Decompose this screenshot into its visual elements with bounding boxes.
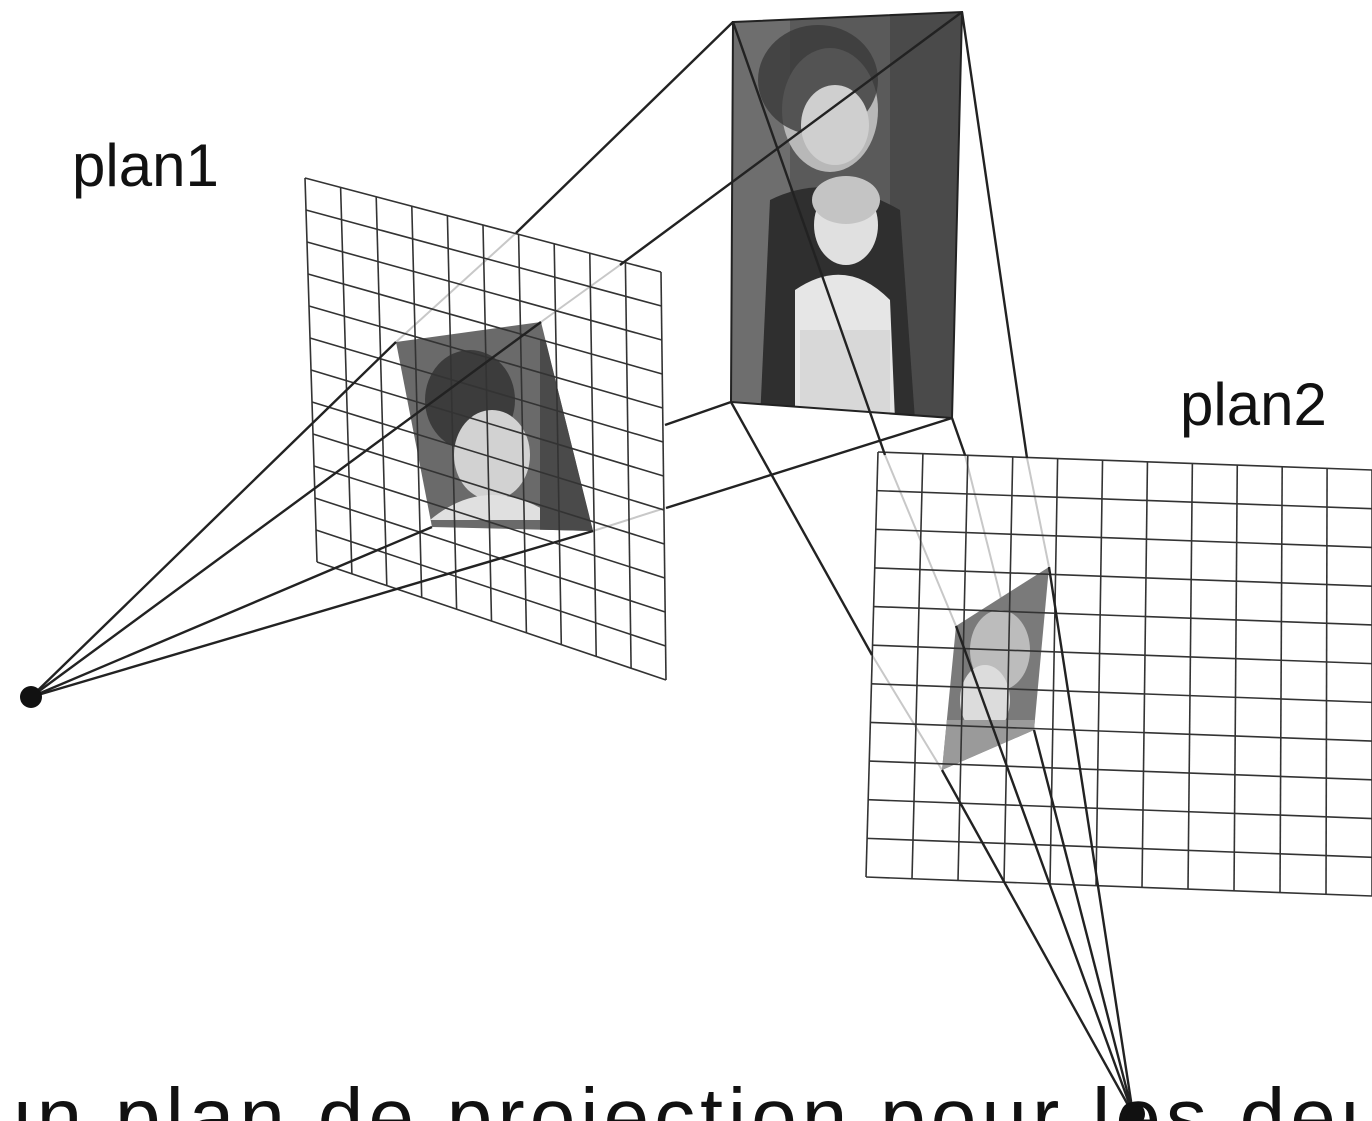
- photo-source: [731, 12, 962, 418]
- plan2-grid-hline: [875, 528, 1372, 549]
- photo-projection-plan2: [942, 567, 1049, 770]
- ray-source-to-plan2: [729, 401, 874, 656]
- ray-camera2: [1032, 729, 1135, 1115]
- occluded-ray-segments: [395, 232, 1050, 771]
- label-plan1: plan1: [72, 132, 219, 199]
- camera-center-right-icon: [1121, 1102, 1145, 1121]
- ray-plan1-to-source: [619, 11, 963, 266]
- camera-center-left-icon: [20, 686, 42, 708]
- plan2-grid-vline: [957, 455, 969, 881]
- caption: un plan de projection pour les deux: [0, 1072, 1372, 1121]
- plan1-grid-hline: [311, 401, 665, 511]
- plan1-grid-hline: [310, 369, 664, 477]
- plan2-grid-hline: [871, 683, 1372, 704]
- plan2-grid-vline: [1003, 456, 1014, 883]
- plan1-grid-hline: [309, 337, 664, 443]
- plan2-grid-hline: [873, 605, 1372, 626]
- projection-grid-plan2: [865, 451, 1372, 897]
- projection-grid-plan1: [304, 177, 667, 681]
- plan2-grid-vline: [1279, 466, 1283, 893]
- plan1-grid-hline: [305, 209, 662, 307]
- plan1-grid-hline: [304, 177, 662, 273]
- plan1-grid-hline: [313, 465, 665, 579]
- plan2-grid-hline: [874, 567, 1372, 587]
- ray-camera1: [30, 525, 433, 699]
- plan1-grid-hline: [306, 241, 663, 341]
- projection-rays: [30, 11, 1135, 1115]
- faint-ray: [540, 264, 621, 323]
- ray-source-to-plan2: [960, 11, 1029, 459]
- plan1-grid-hline: [315, 529, 666, 647]
- plan1-grid-hline: [314, 497, 666, 613]
- plan2-grid-vline: [1325, 468, 1328, 895]
- plan1-grid-hline: [307, 273, 663, 375]
- ray-camera1: [30, 529, 594, 699]
- plan2-grid-hline: [868, 798, 1372, 820]
- ray-camera1: [30, 341, 397, 698]
- plan2-grid-vline: [1141, 461, 1149, 888]
- ray-camera2: [1047, 566, 1135, 1115]
- plan1-grid-hline: [316, 561, 667, 681]
- ray-source-to-plan2: [731, 21, 887, 456]
- plan2-grid-hline: [869, 760, 1372, 781]
- ray-source-to-plan2: [950, 417, 967, 456]
- photo-projection-plan1: [396, 322, 593, 531]
- ray-camera2: [940, 769, 1135, 1115]
- plan2-grid-vline: [1049, 458, 1059, 884]
- ray-camera1: [30, 321, 542, 698]
- plan2-grid-hline: [877, 451, 1372, 471]
- plan2-grid-hline: [876, 489, 1372, 510]
- faint-ray: [395, 232, 517, 343]
- ray-plan1-to-source: [665, 416, 953, 510]
- plan2-grid-vline: [1187, 463, 1194, 890]
- plan2-grid-hline: [865, 876, 1372, 897]
- faint-ray: [871, 654, 943, 771]
- ray-plan1-to-source: [515, 21, 734, 234]
- plan2-grid-vline: [911, 453, 924, 879]
- plan2-grid-hline: [872, 644, 1372, 665]
- plan2-grid-vline: [865, 451, 879, 878]
- plan2-grid-hline: [867, 837, 1372, 859]
- plan2-grid-hline: [870, 721, 1372, 742]
- plan2-grid-vline: [1233, 465, 1239, 891]
- plan2-grid-vline: [1095, 460, 1104, 886]
- label-plan2: plan2: [1180, 371, 1327, 438]
- ray-camera2: [954, 625, 1135, 1115]
- faint-ray: [1026, 457, 1050, 568]
- plan1-grid-hline: [312, 433, 665, 545]
- plan1-grid-hline: [308, 305, 663, 409]
- ray-plan1-to-source: [664, 400, 732, 427]
